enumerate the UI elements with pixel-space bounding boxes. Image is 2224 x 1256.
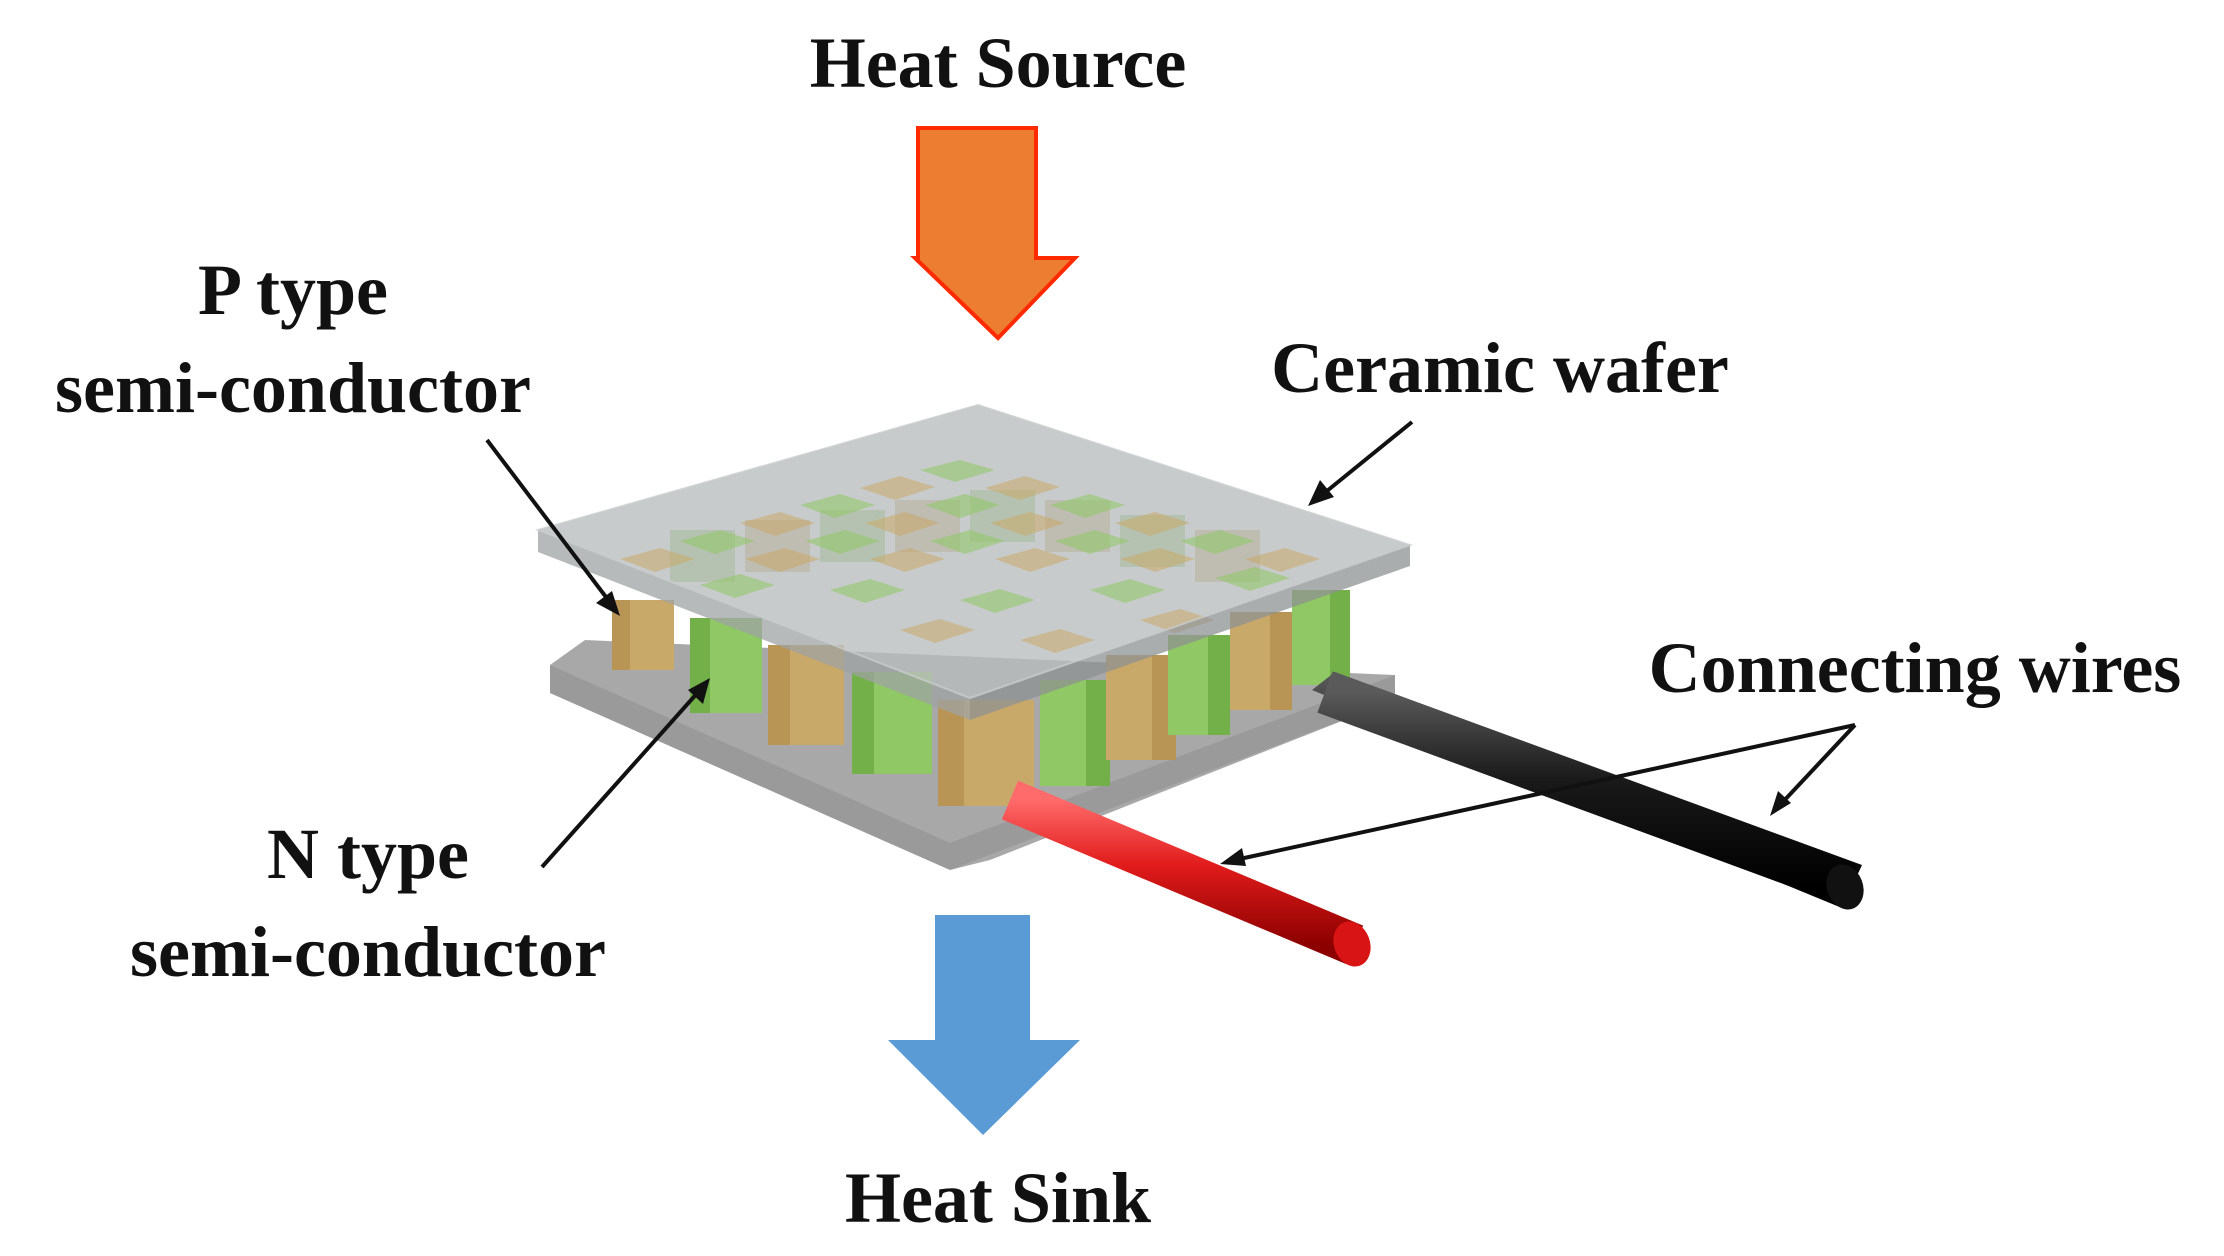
ceramic-wafer-label: Ceramic wafer xyxy=(1271,328,1729,408)
n-type-leg xyxy=(1040,680,1110,786)
n-type-label-line2: semi-conductor xyxy=(130,912,606,992)
n-type-label-line1: N type xyxy=(267,814,469,894)
connecting-wires-label: Connecting wires xyxy=(1649,628,2182,708)
connecting-wires-pointer-black xyxy=(1770,723,1857,816)
p-type-label-line1: P type xyxy=(198,250,388,330)
ceramic-wafer-pointer xyxy=(1308,420,1414,506)
p-type-leg xyxy=(1230,612,1292,710)
negative-wire xyxy=(1312,671,1864,910)
n-type-pointer xyxy=(540,678,710,869)
p-type-pointer xyxy=(485,438,620,616)
heat-sink-label: Heat Sink xyxy=(845,1158,1151,1238)
p-type-leg xyxy=(1106,655,1176,760)
heat-sink-arrow xyxy=(888,915,1080,1135)
connecting-wires-pointer-red xyxy=(1220,723,1856,866)
positive-wire xyxy=(1001,780,1371,967)
n-type-leg xyxy=(1292,590,1350,685)
p-type-leg xyxy=(612,600,674,670)
p-type-label-line2: semi-conductor xyxy=(55,348,531,428)
n-type-leg xyxy=(852,672,932,774)
top-ceramic-plate xyxy=(534,403,1414,720)
heat-source-arrow xyxy=(910,126,1080,341)
n-type-leg xyxy=(1168,635,1230,735)
heat-source-label: Heat Source xyxy=(810,23,1187,103)
